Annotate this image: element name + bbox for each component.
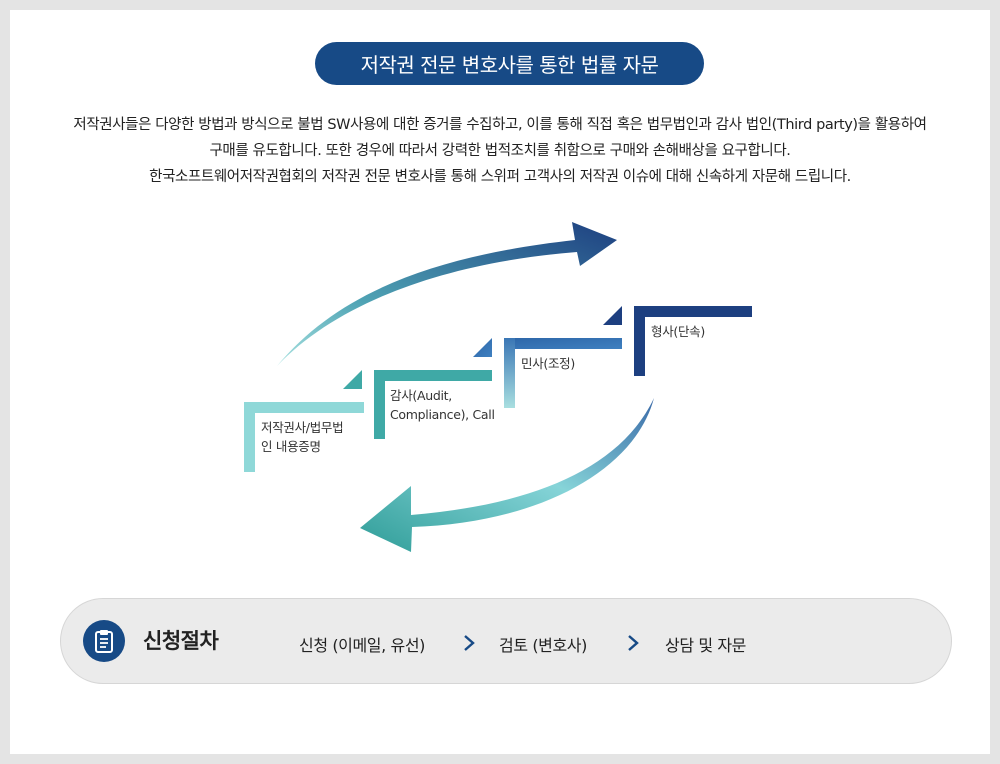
escalation-diagram xyxy=(244,222,752,552)
step-1-corner xyxy=(343,370,362,389)
step-1-bar-top xyxy=(244,402,364,413)
step-2-label: 감사(Audit, Compliance), Call xyxy=(390,388,495,422)
step-3-bar-side xyxy=(504,338,515,408)
upward-arrow xyxy=(277,222,617,366)
step-3-corner xyxy=(603,306,622,325)
step-3-bar-top xyxy=(504,338,622,349)
step-3-label: 민사(조정) xyxy=(521,356,575,371)
step-4-bar-side xyxy=(634,306,645,376)
description: 저작권사들은 다양한 방법과 방식으로 불법 SW사용에 대한 증거를 수집하고… xyxy=(20,112,980,190)
procedure-step-consult: 상담 및 자문 xyxy=(665,636,746,655)
step-2-bar-top xyxy=(374,370,492,381)
procedure-title: 신청절차 xyxy=(143,629,219,653)
chevron-right-icon xyxy=(628,635,639,651)
description-line-3: 한국소프트웨어저작권협회의 저작권 전문 변호사를 통해 스위퍼 고객사의 저작… xyxy=(149,169,851,185)
chevron-right-icon xyxy=(464,635,475,651)
procedure-step-review: 검토 (변호사) xyxy=(499,636,587,655)
step-4-bar-top xyxy=(634,306,752,317)
description-line-2: 구매를 유도합니다. 또한 경우에 따라서 강력한 법적조치를 취함으로 구매와… xyxy=(209,143,791,159)
step-4-label: 형사(단속) xyxy=(651,324,705,339)
clipboard-icon xyxy=(83,620,125,662)
step-2-corner xyxy=(473,338,492,357)
section-title: 저작권 전문 변호사를 통한 법률 자문 xyxy=(315,42,704,85)
return-arrow xyxy=(360,398,654,552)
procedure-step-apply: 신청 (이메일, 유선) xyxy=(299,636,425,655)
step-1-label: 저작권사/법무법 인 내용증명 xyxy=(261,420,344,454)
step-2-bar-side xyxy=(374,370,385,439)
step-1-bar-side xyxy=(244,402,255,472)
description-line-1: 저작권사들은 다양한 방법과 방식으로 불법 SW사용에 대한 증거를 수집하고… xyxy=(73,117,927,133)
procedure-bar: 신청절차 신청 (이메일, 유선) 검토 (변호사) 상담 및 자문 xyxy=(60,598,952,684)
